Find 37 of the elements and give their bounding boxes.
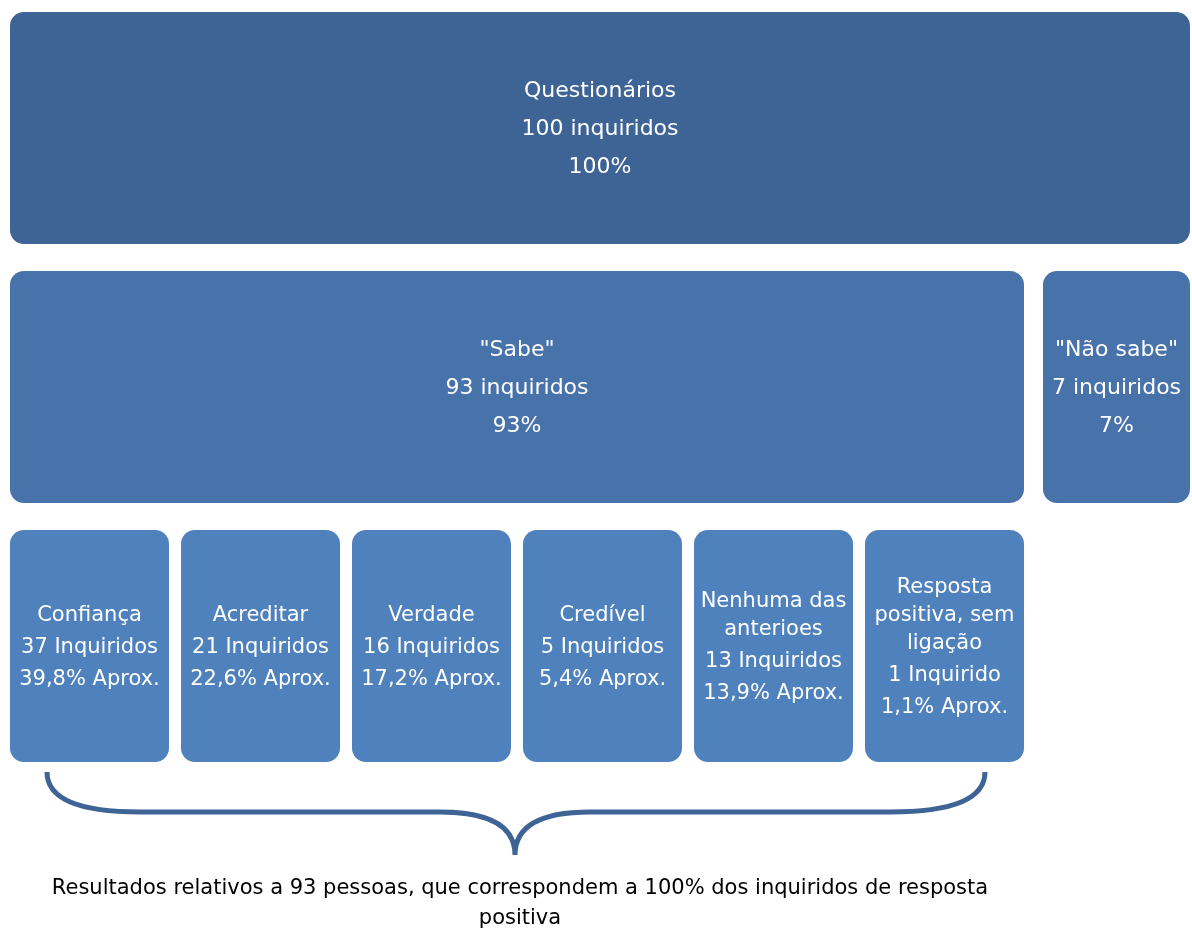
- category-title: Nenhuma das anterioes: [700, 587, 847, 642]
- category-box: [10, 12, 1190, 244]
- category-box: [523, 530, 682, 762]
- category-title: Questionários: [524, 76, 676, 104]
- category-title: Credível: [559, 601, 646, 628]
- respondent-count: 37 Inquiridos: [21, 633, 158, 660]
- category-box: [10, 271, 1024, 503]
- respondent-count: 16 Inquiridos: [363, 633, 500, 660]
- category-title: "Sabe": [479, 335, 555, 363]
- percentage: 5,4% Aprox.: [538, 665, 667, 692]
- percentage: 17,2% Aprox.: [361, 665, 502, 692]
- category-title: Confiança: [37, 601, 142, 628]
- respondent-count: 100 inquiridos: [521, 114, 679, 142]
- percentage: 22,6% Aprox.: [190, 665, 331, 692]
- category-box: [1043, 271, 1190, 503]
- respondent-count: 5 Inquiridos: [540, 633, 665, 660]
- category-box: [694, 530, 853, 762]
- category-box: [181, 530, 340, 762]
- category-title: Verdade: [388, 601, 475, 628]
- category-box: [352, 530, 511, 762]
- respondent-count: 93 inquiridos: [445, 373, 589, 401]
- caption: Resultados relativos a 93 pessoas, que correspondem a 100% dos inquiridos de resposta positiva: [50, 874, 990, 931]
- category-box: [865, 530, 1024, 762]
- category-title: Acreditar: [212, 601, 309, 628]
- category-box: [10, 530, 169, 762]
- percentage: 7%: [1099, 411, 1134, 439]
- percentage: 13,9% Aprox.: [703, 679, 844, 706]
- category-title: "Não sabe": [1054, 335, 1179, 363]
- respondent-count: 7 inquiridos: [1051, 373, 1182, 401]
- category-title: Resposta positiva, sem ligação: [873, 573, 1016, 656]
- percentage: 1,1% Aprox.: [880, 693, 1009, 720]
- percentage: 93%: [492, 411, 542, 439]
- percentage: 39,8% Aprox.: [19, 665, 160, 692]
- respondent-count: 1 Inquirido: [888, 661, 1001, 688]
- percentage: 100%: [568, 152, 632, 180]
- respondent-count: 21 Inquiridos: [192, 633, 329, 660]
- respondent-count: 13 Inquiridos: [705, 647, 842, 674]
